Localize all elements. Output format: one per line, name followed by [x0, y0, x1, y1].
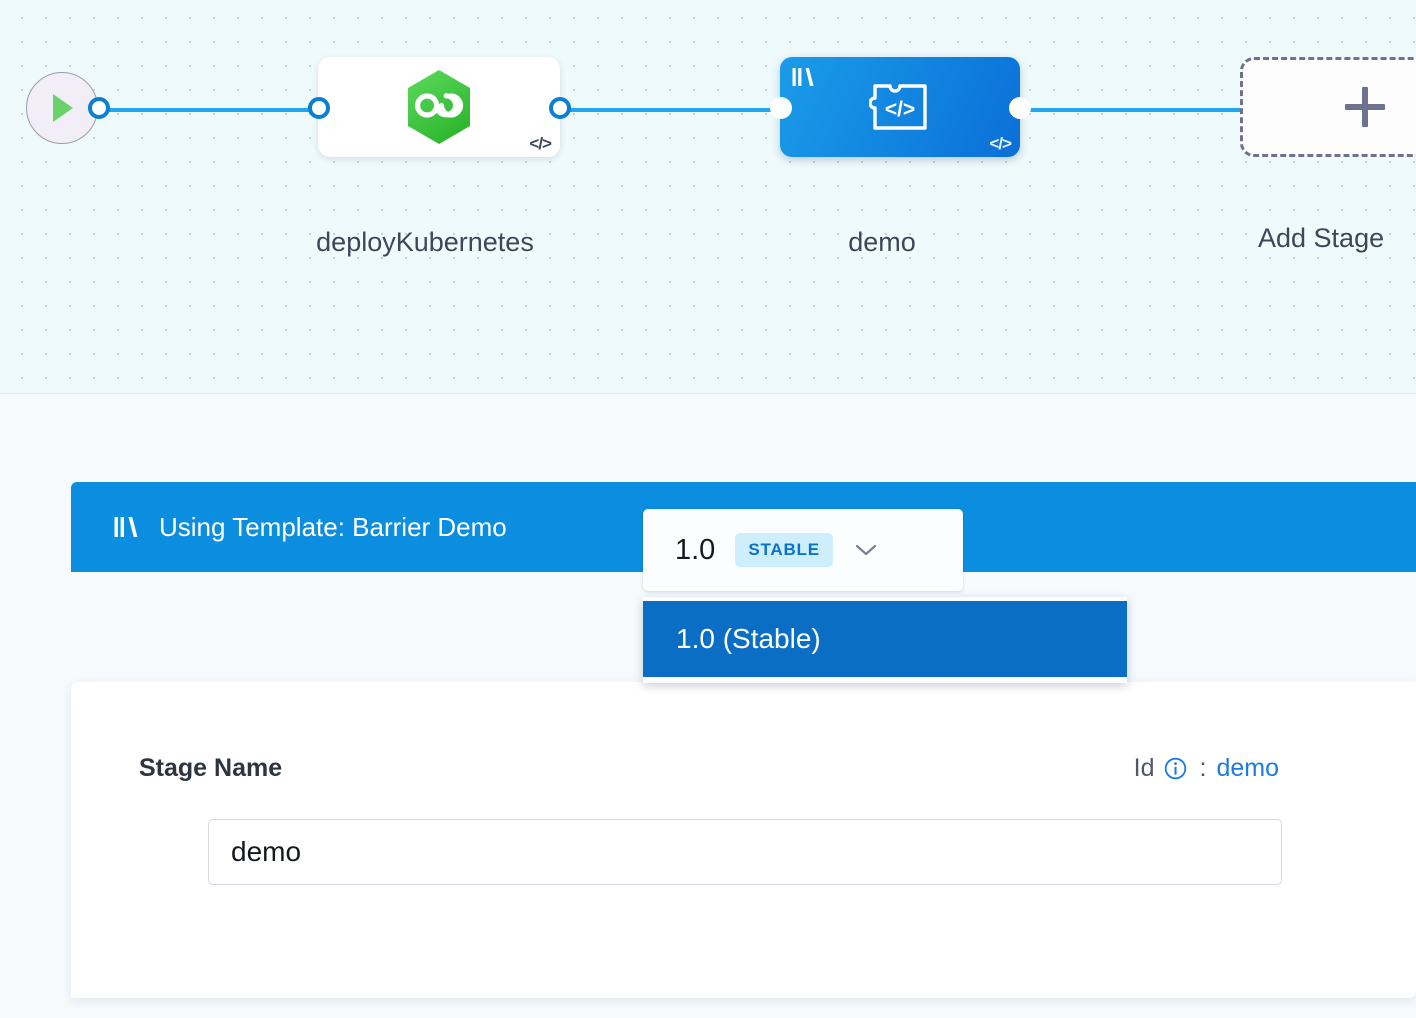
template-library-icon: [114, 517, 138, 537]
stage-node-label-deploykubernetes: deployKubernetes: [316, 227, 534, 257]
template-version-dropdown-menu[interactable]: 1.0 (Stable): [643, 597, 1127, 683]
template-version-stability-badge: STABLE: [735, 533, 833, 567]
stage-name-row: Stage Name Id : demo: [139, 754, 1279, 783]
info-icon[interactable]: [1164, 757, 1187, 780]
pipeline-canvas[interactable]: </> </> </> deployKubernetes demo Add St…: [0, 0, 1416, 394]
port-demo-input[interactable]: [770, 97, 792, 119]
connector-edge-start-to-k8s: [96, 108, 328, 112]
using-template-text: Using Template: Barrier Demo: [159, 511, 507, 542]
plus-icon: [1345, 87, 1385, 127]
stage-node-deploykubernetes[interactable]: </>: [318, 57, 560, 157]
port-demo-output[interactable]: [1009, 97, 1031, 119]
stage-config-card: Stage Name Id : demo demo: [71, 682, 1416, 998]
stage-id-block: Id : demo: [1134, 754, 1279, 783]
template-version-option-label: 1.0 (Stable): [676, 623, 821, 654]
chevron-down-icon[interactable]: [855, 543, 877, 557]
svg-text:</>: </>: [885, 98, 915, 121]
code-badge-icon: </>: [529, 134, 552, 153]
add-stage-label: Add Stage: [1258, 223, 1385, 253]
port-k8s-input[interactable]: [308, 97, 330, 119]
pipeline-start-node[interactable]: [26, 72, 98, 144]
stage-name-input[interactable]: demo: [208, 819, 1282, 885]
custom-plugin-icon: </>: [869, 84, 927, 130]
stage-node-demo[interactable]: </> </>: [780, 57, 1020, 157]
stage-id-separator: :: [1199, 754, 1207, 782]
template-library-icon: [792, 68, 814, 86]
stage-node-label-demo: demo: [848, 227, 916, 257]
port-k8s-output[interactable]: [549, 97, 571, 119]
template-version-option[interactable]: 1.0 (Stable): [643, 601, 1127, 677]
play-icon: [53, 94, 73, 122]
port-start-output[interactable]: [88, 97, 110, 119]
stage-id-label: Id: [1133, 754, 1155, 782]
template-version-select[interactable]: 1.0 STABLE: [643, 509, 963, 591]
connector-edge-demo-to-add: [1005, 108, 1255, 112]
connector-edge-k8s-to-demo: [550, 108, 790, 112]
harness-cd-hexagon-icon: [408, 70, 470, 144]
add-stage-node[interactable]: [1240, 57, 1416, 157]
stage-name-label: Stage Name: [139, 754, 283, 782]
stage-name-input-value: demo: [231, 836, 302, 867]
code-badge-icon: </>: [989, 134, 1012, 153]
template-version-value: 1.0: [675, 533, 716, 566]
stage-id-value: demo: [1216, 754, 1279, 782]
